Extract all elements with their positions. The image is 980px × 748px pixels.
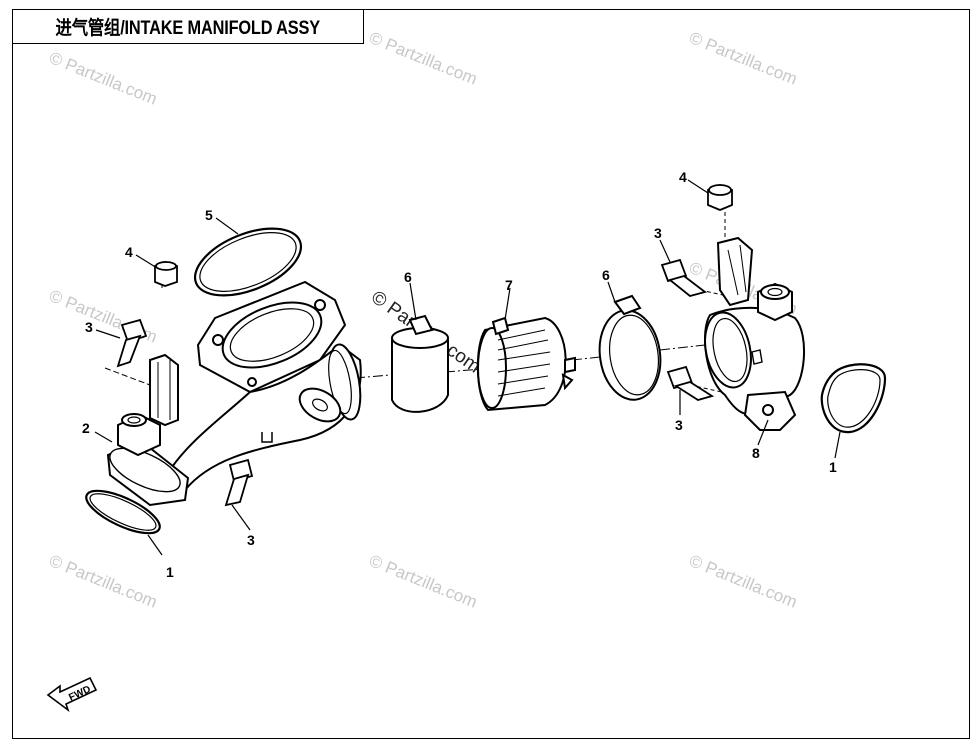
callout-4: 4 <box>679 169 687 185</box>
callout-5: 5 <box>205 207 213 223</box>
diagram-frame <box>12 9 970 739</box>
callout-3: 3 <box>247 532 255 548</box>
manifold-part-2 <box>106 280 362 507</box>
callout-1: 1 <box>829 459 837 475</box>
callout-3: 3 <box>654 225 662 241</box>
nut-part-4b <box>707 184 733 211</box>
page-title: 进气管组/INTAKE MANIFOLD ASSY <box>55 18 321 39</box>
oring-part-1b <box>820 363 887 434</box>
boot-part-7 <box>476 316 576 412</box>
nut-part-4 <box>154 261 178 287</box>
clamp-part-6 <box>391 314 449 413</box>
oring-part-5 <box>193 227 303 297</box>
watermark: © Partzilla.com <box>367 28 480 89</box>
callout-8: 8 <box>752 445 760 461</box>
oring-part-1 <box>85 489 161 535</box>
watermark: © Partzilla.com <box>47 551 160 612</box>
callout-4: 4 <box>125 244 133 260</box>
callout-2: 2 <box>82 420 90 436</box>
watermark: © Partzilla.com <box>687 28 800 89</box>
adapter-part-8 <box>704 236 806 431</box>
watermark: © Partzilla.com <box>367 551 480 612</box>
fwd-arrow-icon: FWD <box>46 676 98 713</box>
callout-leaders <box>94 179 841 556</box>
bolts-part-3 <box>116 258 715 507</box>
watermark: © Partzilla.com <box>687 551 800 612</box>
callout-6: 6 <box>602 267 610 283</box>
title-box: 进气管组/INTAKE MANIFOLD ASSY <box>12 9 364 44</box>
callout-3: 3 <box>675 417 683 433</box>
callout-3: 3 <box>85 319 93 335</box>
clamp-part-6b <box>598 294 662 401</box>
watermark: © Partzilla.com <box>47 48 160 109</box>
callout-6: 6 <box>404 269 412 285</box>
callout-1: 1 <box>166 564 174 580</box>
callouts: 1 2 3 3 4 5 6 7 6 4 3 3 8 1 <box>82 169 837 580</box>
callout-7: 7 <box>505 277 513 293</box>
